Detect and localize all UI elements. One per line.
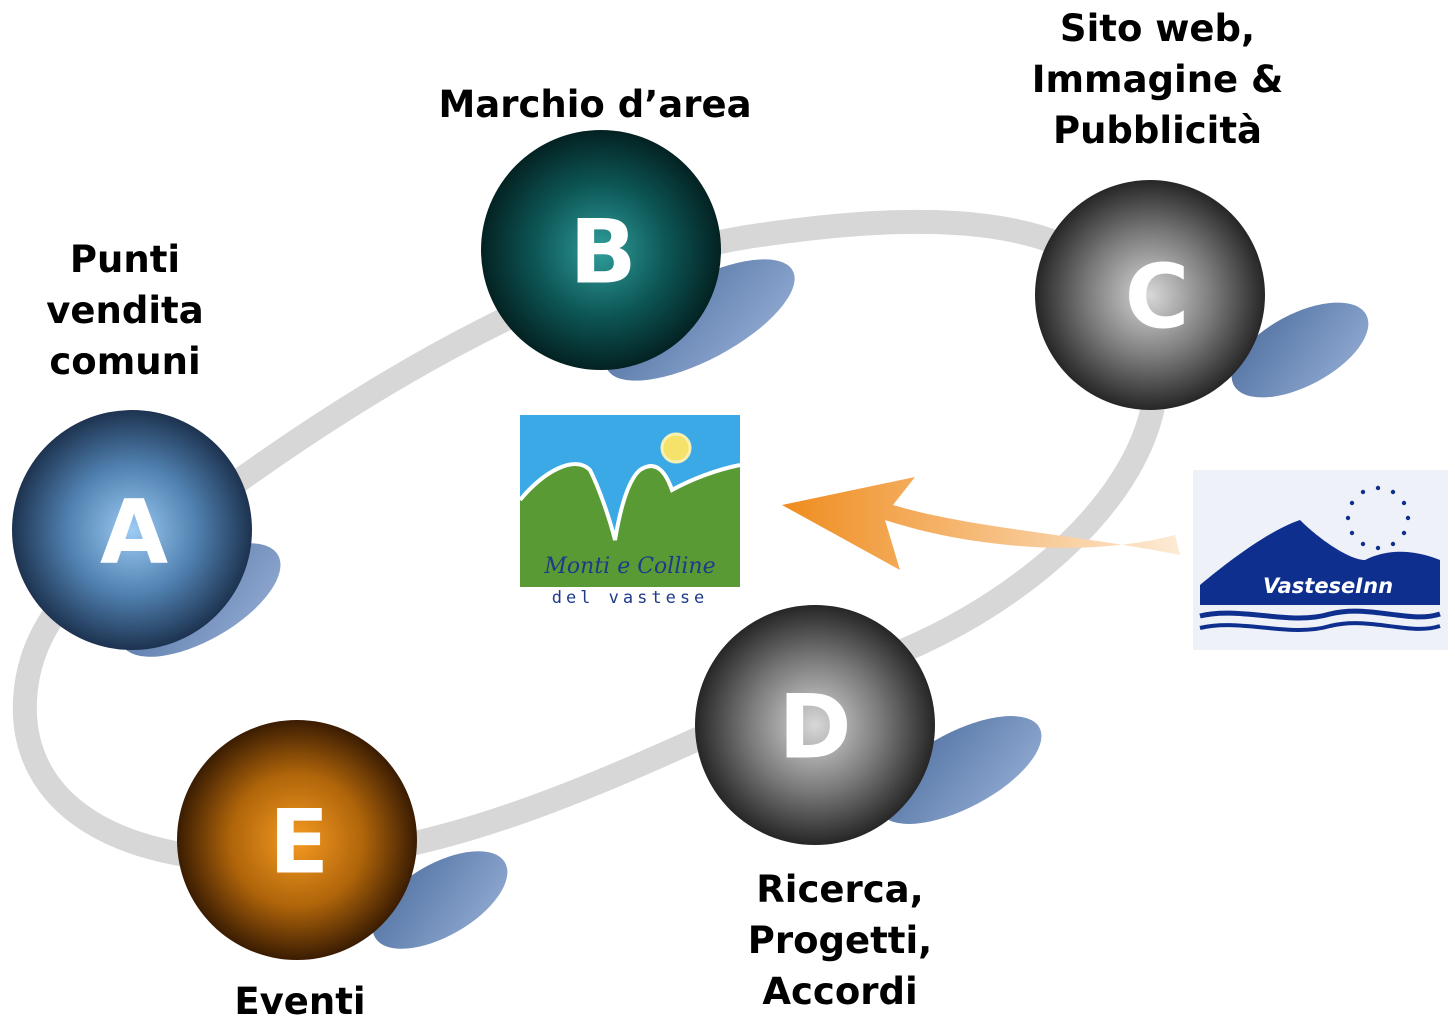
eu-stars-icon xyxy=(1345,485,1411,551)
label-D: Ricerca, Progetti, Accordi xyxy=(690,864,990,1017)
label-A: Punti vendita comuni xyxy=(0,234,250,387)
label-C-line-2: Immagine & xyxy=(1031,58,1284,101)
arrow-icon xyxy=(782,477,1180,570)
label-C: Sito web, Immagine & Pubblicità xyxy=(975,3,1340,156)
sphere-D xyxy=(695,605,935,845)
monti-e-colline-logo: Monti e Colline del vastese xyxy=(518,415,741,608)
logo-monti-line2: del vastese xyxy=(552,588,709,608)
label-A-line-1: Punti xyxy=(69,238,181,281)
label-A-line-3: comuni xyxy=(49,340,201,383)
node-D: D xyxy=(695,605,935,845)
shadow-D xyxy=(878,716,1042,824)
shadow-E xyxy=(372,851,508,949)
label-D-line-3: Accordi xyxy=(762,970,918,1013)
letter-C: C xyxy=(1125,246,1190,349)
label-D-line-1: Ricerca, xyxy=(756,868,924,911)
label-B-line-1: Marchio d’area xyxy=(438,83,752,126)
label-C-line-1: Sito web, xyxy=(1059,7,1256,50)
label-A-line-2: vendita xyxy=(46,289,204,332)
label-D-line-2: Progetti, xyxy=(747,919,933,962)
label-B: Marchio d’area xyxy=(395,79,795,130)
sphere-E xyxy=(177,720,417,960)
label-E-line-1: Eventi xyxy=(234,980,366,1022)
letter-D: D xyxy=(778,676,851,779)
letter-A: A xyxy=(100,481,168,584)
sphere-A xyxy=(12,410,252,650)
node-E: E xyxy=(177,720,417,960)
letter-B: B xyxy=(569,201,636,304)
shadow-C xyxy=(1231,302,1369,398)
label-C-line-3: Pubblicità xyxy=(1052,109,1263,152)
node-C: C xyxy=(1035,180,1265,410)
sphere-C xyxy=(1035,180,1265,410)
vastese-inn-logo: VasteseInn xyxy=(1193,470,1448,650)
logo-vastese-text: VasteseInn xyxy=(1263,574,1393,598)
logo-monti-line1: Monti e Colline xyxy=(543,554,715,579)
sphere-B xyxy=(481,130,721,370)
node-A: A xyxy=(12,410,252,650)
label-E: Eventi xyxy=(200,976,400,1022)
node-B: B xyxy=(481,130,721,370)
letter-E: E xyxy=(269,791,329,894)
